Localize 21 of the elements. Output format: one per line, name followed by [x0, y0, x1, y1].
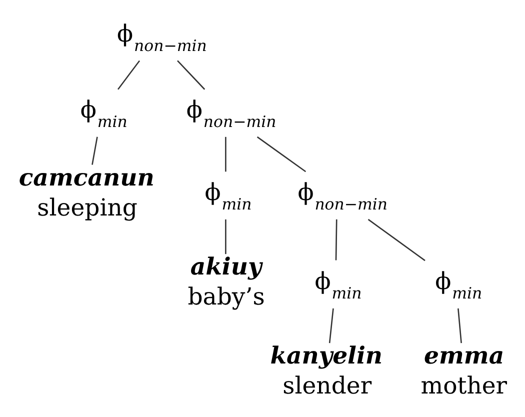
node-text: ϕ$_{min}$: [314, 266, 362, 302]
connector: [334, 219, 337, 260]
node-text: camcanun sleeping: [18, 163, 154, 222]
connector: [224, 219, 226, 254]
connector: [256, 136, 306, 172]
connector: [117, 60, 140, 90]
connector: [176, 60, 205, 90]
connector: [328, 308, 334, 344]
connector: [367, 218, 425, 262]
node-text: ϕ$_{non−min}$: [116, 19, 206, 55]
node-text: ϕ$_{non−min}$: [297, 178, 388, 214]
node-text: akiuy baby’s: [187, 252, 264, 311]
connector: [457, 308, 462, 344]
node-text: ϕ$_{non−min}$: [186, 95, 276, 131]
connector: [91, 136, 98, 165]
node-text: kanyelin slender: [270, 341, 382, 400]
connector: [224, 136, 226, 172]
node-text: ϕ$_{min}$: [80, 95, 127, 131]
node-text: emma mother: [420, 341, 507, 400]
node-text: ϕ$_{min}$: [204, 178, 252, 214]
node-text: ϕ$_{min}$: [434, 266, 482, 302]
